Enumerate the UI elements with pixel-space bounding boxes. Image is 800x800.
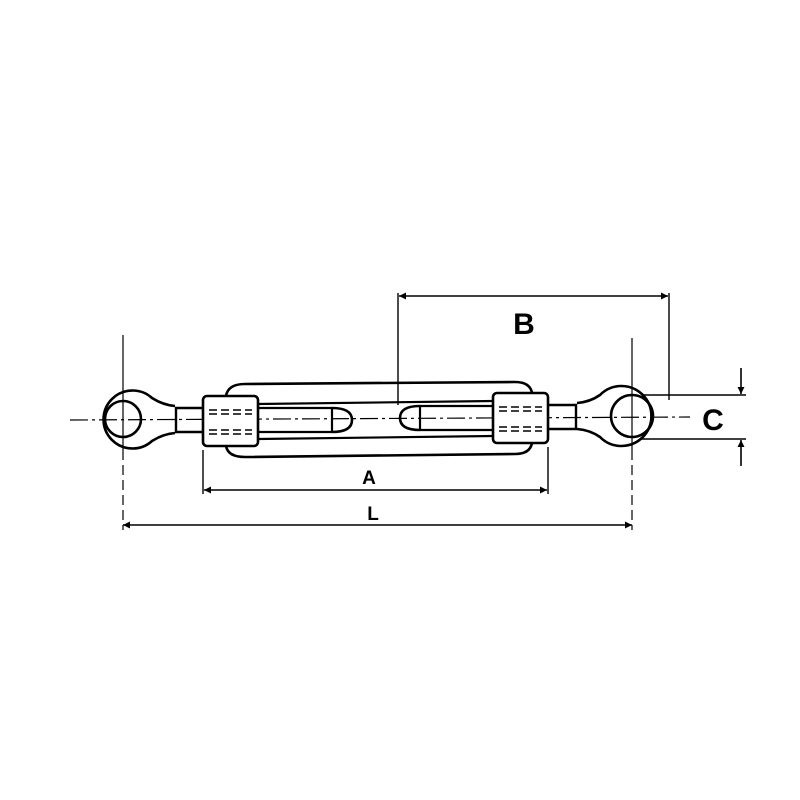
horizontal-centerline xyxy=(69,416,691,421)
dimension-a-label: A xyxy=(362,468,376,489)
turnbuckle-body xyxy=(224,380,534,459)
left-nut xyxy=(201,394,260,448)
dimension-l-label: L xyxy=(367,504,379,525)
dimension-a: A xyxy=(202,447,549,494)
right-threaded-rod xyxy=(398,404,493,432)
left-threaded-rod xyxy=(258,406,354,434)
dimension-c-label: C xyxy=(702,404,724,437)
left-eye xyxy=(102,335,203,530)
dimension-b: B xyxy=(397,292,670,405)
right-eye xyxy=(548,338,655,530)
dimension-l: L xyxy=(123,504,632,529)
dimension-b-label: B xyxy=(513,308,535,341)
dimension-c: C xyxy=(640,368,746,466)
right-nut xyxy=(491,391,550,445)
